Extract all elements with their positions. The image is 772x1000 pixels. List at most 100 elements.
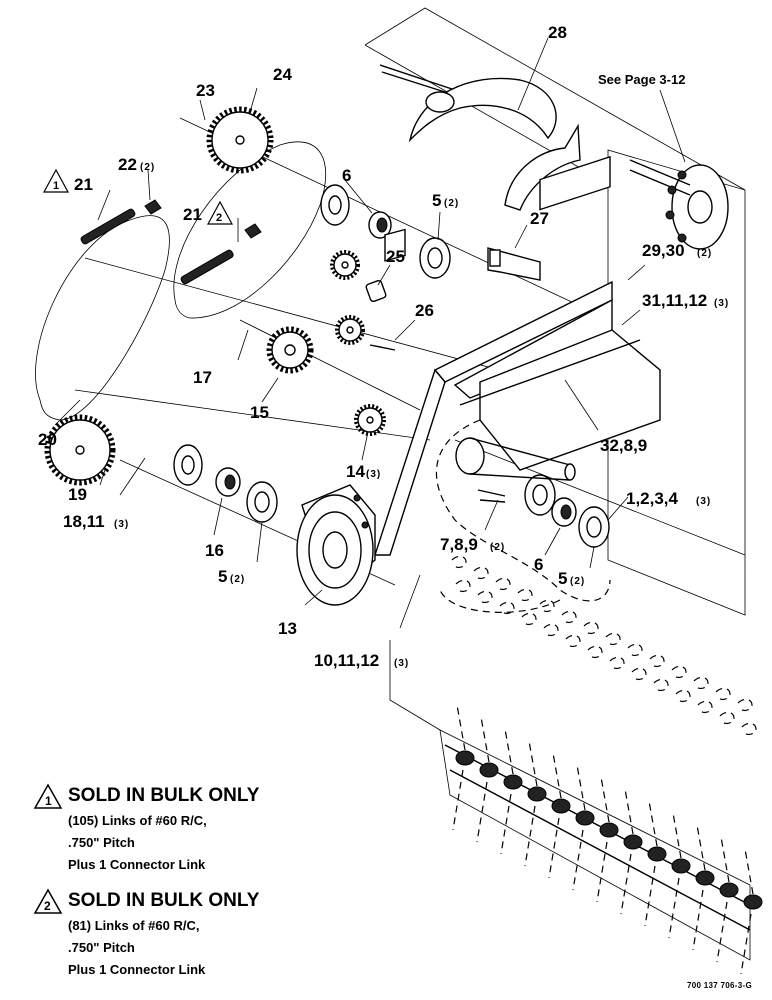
callout-19: 19 xyxy=(68,485,87,504)
tine xyxy=(576,764,586,811)
tine xyxy=(480,716,490,763)
callout-5-top: 5 xyxy=(432,191,441,210)
rake-tooth xyxy=(631,667,647,680)
rake-tooth xyxy=(543,623,559,636)
callouts: 28 See Page 3-12 24 23 22 (2) 1 21 6 5 (… xyxy=(38,23,729,670)
callout-31-11-12-qty: (3) xyxy=(714,298,729,309)
rake-tooth xyxy=(455,579,471,592)
callout-21-note2-number: 21 xyxy=(183,205,202,224)
callout-28: 28 xyxy=(548,23,567,42)
rake-tooth xyxy=(583,621,599,634)
callout-6-bot: 6 xyxy=(534,555,543,574)
rake-teeth-upper xyxy=(451,555,757,735)
callout-5-mid: 5 xyxy=(218,567,227,586)
callout-20: 20 xyxy=(38,430,57,449)
tine-coil xyxy=(647,846,667,862)
tine xyxy=(552,752,562,799)
rake-tooth xyxy=(477,590,493,603)
rake-tooth xyxy=(697,700,713,713)
rake-tooth xyxy=(587,645,603,658)
note-1-title: SOLD IN BULK ONLY xyxy=(68,785,260,806)
callout-27: 27 xyxy=(530,209,549,228)
callout-5-top-qty: (2) xyxy=(444,198,459,209)
tine xyxy=(624,788,634,835)
callout-5-bot-qty: (2) xyxy=(570,576,585,587)
document-number: 700 137 706-3-G xyxy=(687,981,752,990)
note-1: 1 SOLD IN BULK ONLY (105) Links of #60 R… xyxy=(32,782,259,876)
bearings-washers xyxy=(173,184,610,548)
leader-lines xyxy=(54,37,686,629)
pins xyxy=(455,437,576,503)
rake-tooth xyxy=(627,643,643,656)
rake-tooth xyxy=(609,656,625,669)
callout-18-11-qty: (3) xyxy=(114,519,129,530)
rake-tooth xyxy=(605,632,621,645)
tine xyxy=(528,740,538,787)
rake-tooth xyxy=(473,566,489,579)
tine-coil xyxy=(455,750,475,766)
tine xyxy=(548,817,560,879)
tine-coil xyxy=(719,882,739,898)
tine xyxy=(696,824,706,871)
tine xyxy=(504,728,514,775)
tine xyxy=(644,865,656,927)
note-2-line-1: (81) Links of #60 R/C, xyxy=(68,918,200,933)
callout-26: 26 xyxy=(415,301,434,320)
callout-17: 17 xyxy=(193,368,212,387)
tine xyxy=(524,805,536,867)
callout-32-8-9: 32,8,9 xyxy=(600,436,647,455)
callout-13: 13 xyxy=(278,619,297,638)
rake-tooth xyxy=(719,711,735,724)
callout-23: 23 xyxy=(196,81,215,100)
tine-coil xyxy=(551,798,571,814)
frame-side-plate xyxy=(374,155,661,556)
rake-tooth xyxy=(693,676,709,689)
tine xyxy=(692,889,704,951)
callout-18-11: 18,11 xyxy=(63,512,105,531)
callout-10-11-12-qty: (3) xyxy=(394,658,409,669)
callout-5-bot: 5 xyxy=(558,569,567,588)
callout-7-8-9: 7,8,9 xyxy=(440,535,478,554)
rake-tooth xyxy=(451,555,467,568)
warning-triangle-icon: 1 xyxy=(33,783,63,809)
callout-16: 16 xyxy=(205,541,224,560)
rake-tooth xyxy=(521,612,537,625)
callout-1-2-3-4: 1,2,3,4 xyxy=(626,489,679,508)
note-1-line-2: .750" Pitch xyxy=(68,835,135,850)
tine-coil xyxy=(599,822,619,838)
tine-coil xyxy=(671,858,691,874)
callout-21-note1-number: 21 xyxy=(74,175,93,194)
tine-coil xyxy=(695,870,715,886)
rake-tooth xyxy=(517,588,533,601)
tine-coil xyxy=(503,774,523,790)
tine xyxy=(452,769,464,831)
sprockets xyxy=(44,106,386,486)
tine-coil xyxy=(623,834,643,850)
callout-21-note2-marker: 2 xyxy=(216,212,223,224)
tine xyxy=(620,853,632,915)
callout-29-30: 29,30 xyxy=(642,241,685,260)
tine xyxy=(744,848,754,895)
bracket xyxy=(487,247,541,281)
callout-10-11-12: 10,11,12 xyxy=(314,651,379,670)
tine xyxy=(572,829,584,891)
rake-tooth xyxy=(653,678,669,691)
callout-15: 15 xyxy=(250,403,269,422)
note-1-marker: 1 xyxy=(45,794,52,808)
tine-coil xyxy=(743,894,763,910)
callout-21-note1: 1 21 xyxy=(42,168,93,194)
note-1-line-1: (105) Links of #60 R/C, xyxy=(68,813,207,828)
guard-outline xyxy=(435,419,611,602)
callout-29-30-qty: (2) xyxy=(697,248,712,259)
tine xyxy=(600,776,610,823)
rake-tooth xyxy=(715,687,731,700)
note-2-line-2: .750" Pitch xyxy=(68,940,135,955)
callout-21-note1-marker: 1 xyxy=(53,180,60,192)
tine-coil xyxy=(575,810,595,826)
note-1-title-row: 1 SOLD IN BULK ONLY xyxy=(32,782,259,810)
rake-tooth xyxy=(499,601,515,614)
reel-leader xyxy=(389,640,441,731)
drive-outline xyxy=(439,589,561,613)
rake-tooth xyxy=(539,599,555,612)
